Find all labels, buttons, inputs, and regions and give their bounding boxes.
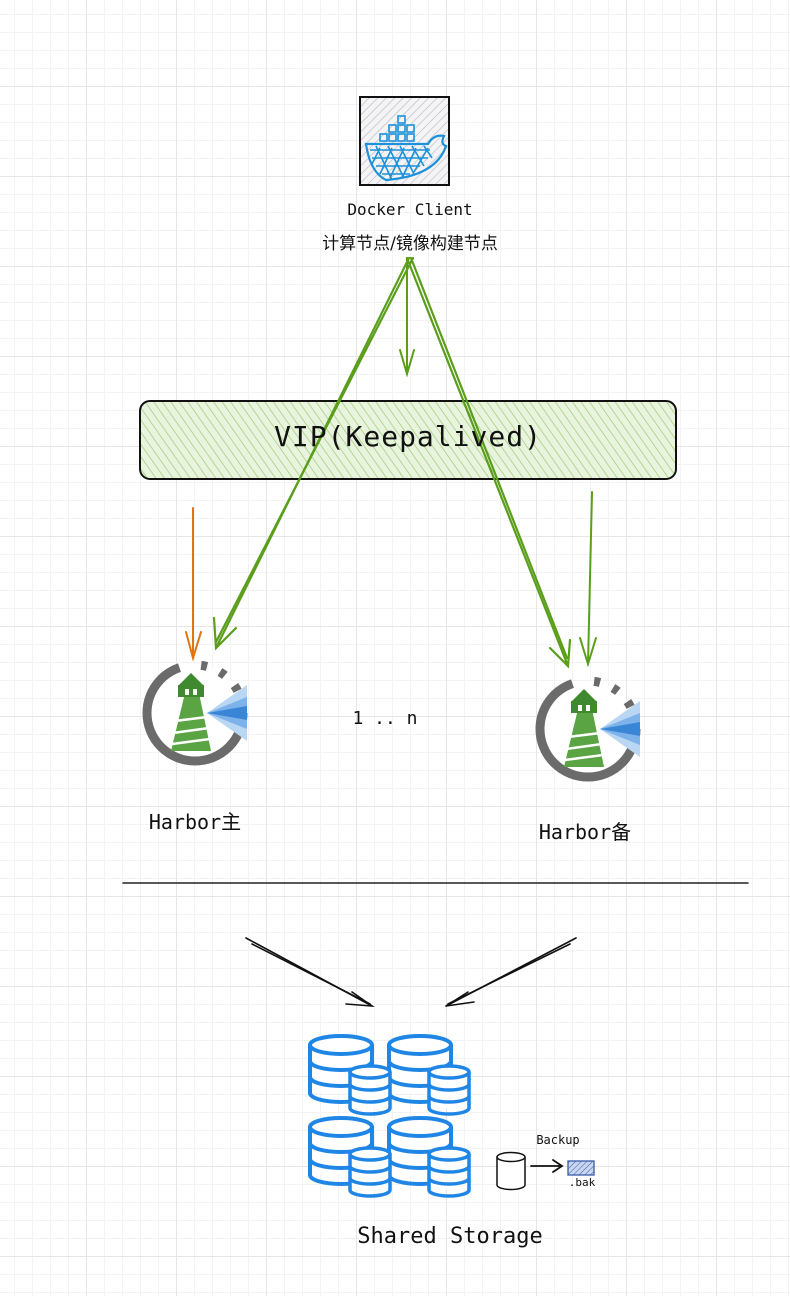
client-to-harbor-primary-arrow <box>212 256 415 651</box>
harbor-primary-label: Harbor主 <box>148 810 242 834</box>
client-to-vip-arrow <box>399 257 415 378</box>
vip-to-harbor-standby-arrow <box>579 491 597 668</box>
harbor-primary-icon <box>147 665 247 761</box>
harbor-standby-icon <box>540 681 640 777</box>
harbor-multiplicity-label: 1 .. n <box>352 708 418 729</box>
docker-client-role: 计算节点/镜像构建节点 <box>322 234 498 254</box>
client-to-harbor-standby-arrow <box>405 256 572 669</box>
docker-client-title: Docker Client <box>347 200 473 219</box>
harbor-standby-label: Harbor备 <box>538 820 632 844</box>
vip-to-harbor-primary-arrow <box>185 507 202 662</box>
docker-whale-icon <box>359 96 450 186</box>
connectors <box>122 256 749 1173</box>
backup-label: Backup <box>536 1133 580 1147</box>
database-cluster-icon <box>308 1034 471 1198</box>
vip-label: VIP(Keepalived) <box>274 420 542 453</box>
backup-file-icon <box>567 1160 595 1176</box>
shared-storage-label: Shared Storage <box>357 1224 543 1249</box>
backup-arrow <box>530 1159 564 1173</box>
vip-band <box>139 400 677 480</box>
harbor-to-storage-arrows <box>245 937 577 1008</box>
backup-file-label: .bak <box>568 1176 596 1189</box>
backup-cylinder-icon <box>496 1151 526 1191</box>
